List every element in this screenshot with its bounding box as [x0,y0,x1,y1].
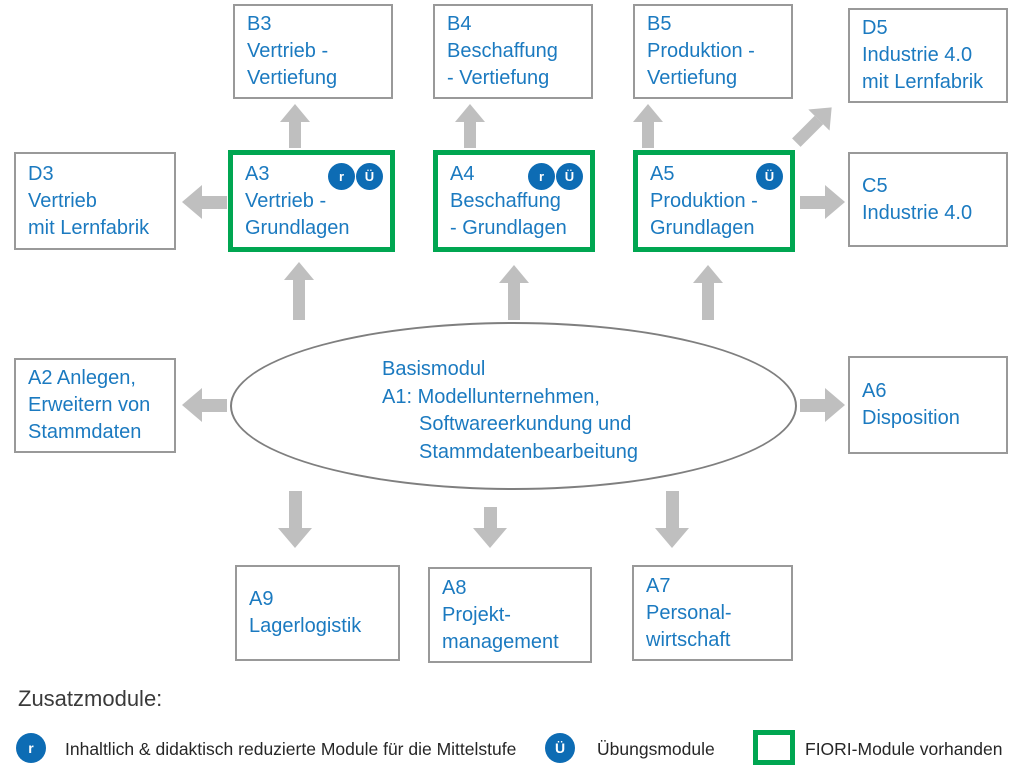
arrow-ellipse-to-a8-icon [473,507,507,548]
module-label-b4: B4 Beschaffung - Vertiefung [447,13,558,89]
legend-label-exercise: Übungsmodule [597,739,715,759]
module-label-a4: A4 Beschaffung - Grundlagen [450,162,567,239]
module-label-a5: A5 Produktion - Grundlagen [650,162,758,239]
module-box-c5: C5 Industrie 4.0 [848,152,1008,247]
module-label-b3: B3 Vertrieb - Vertiefung [247,13,338,89]
module-label-a9: A9 Lagerlogistik [249,588,362,637]
module-box-a2: A2 Anlegen, Erweitern von Stammdaten [14,358,176,453]
base-module-text: Basismodul A1: Modellunternehmen, Softwa… [382,356,638,466]
arrow-a4-to-b4-icon [455,104,485,148]
arrow-a3-to-b3-icon [280,104,310,148]
module-box-a4: r Ü A4 Beschaffung - Grundlagen [433,150,595,252]
module-box-b4: B4 Beschaffung - Vertiefung [433,4,593,99]
exercise-badge-icon: Ü [356,163,383,190]
fiori-green-box-icon [753,730,795,765]
module-box-d3: D3 Vertrieb mit Lernfabrik [14,152,176,250]
module-label-d3: D3 Vertrieb mit Lernfabrik [28,162,150,239]
reduced-badge-icon: r [328,163,355,190]
base-module-line1: Basismodul [382,358,486,380]
module-box-a5: Ü A5 Produktion - Grundlagen [633,150,795,252]
arrow-ellipse-to-a2-icon [182,388,227,422]
legend-heading: Zusatzmodule: [18,686,163,711]
ue-badge-icon: Ü [545,733,575,763]
legend-label-reduced: Inhaltlich & didaktisch reduzierte Modul… [65,739,517,759]
exercise-badge-icon: Ü [556,163,583,190]
arrow-a3-to-d3-icon [182,185,227,219]
module-box-b5: B5 Produktion - Vertiefung [633,4,793,99]
module-label-a8: A8 Projekt- management [442,576,559,653]
arrow-ellipse-to-a4-icon [498,265,530,320]
arrow-ellipse-to-a9-icon [278,491,312,548]
arrow-ellipse-to-a5-icon [692,265,724,320]
arrow-ellipse-to-a3-icon [283,262,315,320]
module-label-a6: A6 Disposition [862,380,960,429]
exercise-badge-icon: Ü [756,163,783,190]
module-box-a3: r Ü A3 Vertrieb - Grundlagen [228,150,395,252]
base-module-line2: A1: Modellunternehmen, [382,385,600,408]
module-label-a3: A3 Vertrieb - Grundlagen [245,162,350,239]
base-module-line4: Stammdatenbearbeitung [419,440,639,463]
module-box-d5: D5 Industrie 4.0 mit Lernfabrik [848,8,1008,103]
arrow-ellipse-to-a7-icon [655,491,689,548]
module-box-a7: A7 Personal- wirtschaft [632,565,793,661]
module-label-a7: A7 Personal- wirtschaft [646,574,732,651]
module-label-a2: A2 Anlegen, Erweitern von Stammdaten [28,367,151,443]
arrow-a5-to-c5-icon [800,185,845,219]
arrow-a5-to-b5-icon [633,104,663,148]
module-label-d5: D5 Industrie 4.0 mit Lernfabrik [862,17,984,93]
base-module-line3: Softwareerkundung und [419,413,632,435]
module-box-a9: A9 Lagerlogistik [235,565,400,661]
module-box-a8: A8 Projekt- management [428,567,592,663]
reduced-badge-icon: r [528,163,555,190]
arrow-ellipse-to-a6-icon [800,388,845,422]
module-box-b3: B3 Vertrieb - Vertiefung [233,4,393,99]
arrow-a5-to-d5-icon [784,95,845,156]
r-badge-icon: r [16,733,46,763]
module-label-b5: B5 Produktion - Vertiefung [647,13,755,89]
base-module-ellipse [230,322,797,490]
module-box-a6: A6 Disposition [848,356,1008,454]
module-label-c5: C5 Industrie 4.0 [862,174,973,224]
legend-label-fiori: FIORI-Module vorhanden [805,739,1003,759]
